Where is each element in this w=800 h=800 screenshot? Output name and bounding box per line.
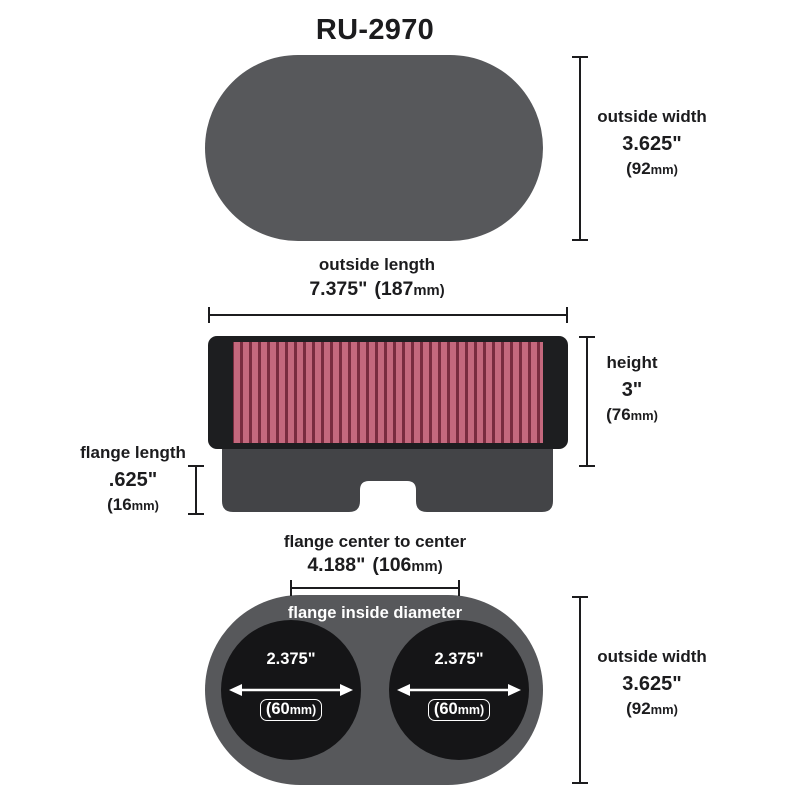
metric-unit: mm) <box>630 407 658 423</box>
side-view-flange-base <box>222 449 553 512</box>
dim-metric: (187mm) <box>374 278 444 300</box>
dim-metric: (106mm) <box>372 554 442 576</box>
top-width-dimension-text: outside width 3.625" (92mm) <box>586 106 718 181</box>
dim-label: height <box>606 353 658 372</box>
dim-metric: (76mm) <box>596 404 668 427</box>
right-flange-diameter-arrow <box>397 684 521 696</box>
dim-inches: 3.625" <box>622 672 682 695</box>
metric-unit: mm) <box>413 283 445 299</box>
dim-metric: (92mm) <box>586 698 718 721</box>
metric-unit: mm) <box>411 559 443 575</box>
dim-label: flange length <box>80 443 186 462</box>
outside-length-label: outside length <box>318 255 436 274</box>
top-width-dim-line <box>572 56 588 241</box>
outside-length-dim-line <box>208 307 568 323</box>
metric-unit: mm) <box>457 703 485 717</box>
flange-center-value: 4.188" (106mm) <box>250 554 500 577</box>
flange-length-dim-line <box>188 465 204 515</box>
height-dimension-text: height 3" (76mm) <box>596 352 668 427</box>
metric-value: (92 <box>626 158 651 178</box>
dim-inches: .625" <box>108 468 158 491</box>
flange-inside-diameter-label: flange inside diameter <box>287 604 463 622</box>
metric-unit: mm) <box>289 703 317 717</box>
top-view <box>205 55 543 241</box>
flange-length-dimension-text: flange length .625" (16mm) <box>68 442 198 517</box>
flange-center-label: flange center to center <box>283 532 467 551</box>
metric-unit: mm) <box>650 701 678 717</box>
metric-value: (106 <box>372 554 412 576</box>
page-title: RU-2970 <box>315 14 435 46</box>
right-flange-metric: (60mm) <box>399 699 519 721</box>
metric-value: (16 <box>107 494 132 514</box>
dim-metric: (92mm) <box>586 158 718 181</box>
metric-unit: mm) <box>131 497 159 513</box>
dim-label: outside width <box>597 647 707 666</box>
dim-metric: (16mm) <box>68 494 198 517</box>
metric-value: (187 <box>374 278 414 300</box>
bottom-width-dimension-text: outside width 3.625" (92mm) <box>586 646 718 721</box>
left-flange-inches: 2.375" <box>266 650 316 668</box>
bottom-width-dim-line <box>572 596 588 784</box>
metric-unit: mm) <box>650 161 678 177</box>
dim-inches: 3.625" <box>622 132 682 155</box>
dim-inches: 3" <box>621 378 643 401</box>
top-view-oval <box>205 55 543 241</box>
left-flange-metric: (60mm) <box>231 699 351 721</box>
dim-inches: 4.188" <box>307 554 366 576</box>
outside-length-value: 7.375" (187mm) <box>232 278 522 301</box>
side-view-filter-media <box>233 342 543 443</box>
height-dim-line <box>579 336 595 467</box>
metric-box: (60mm) <box>427 699 491 721</box>
metric-value: (76 <box>606 404 631 424</box>
metric-value: (92 <box>626 698 651 718</box>
side-view <box>208 336 568 512</box>
flange-center-dim-line <box>290 580 460 596</box>
bottom-view <box>205 595 543 785</box>
dim-inches: 7.375" <box>309 278 368 300</box>
dim-label: outside width <box>597 107 707 126</box>
right-flange-inches: 2.375" <box>434 650 484 668</box>
metric-value: (60 <box>433 700 458 718</box>
metric-box: (60mm) <box>259 699 323 721</box>
left-flange-diameter-arrow <box>229 684 353 696</box>
metric-value: (60 <box>265 700 290 718</box>
